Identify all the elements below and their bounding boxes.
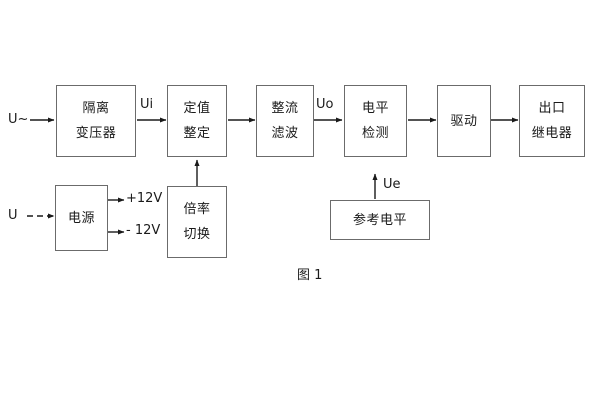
- block-multiplier-switch[interactable]: 倍率 切换: [167, 186, 227, 258]
- block-output-relay-line2: 继电器: [531, 126, 573, 141]
- block-reference-level[interactable]: 参考电平: [330, 200, 430, 240]
- label-input-ac: U~: [8, 112, 29, 127]
- figure-caption: 图 1: [297, 268, 323, 283]
- block-drive[interactable]: 驱动: [437, 85, 491, 157]
- label-plus-12v: +12V: [126, 191, 163, 206]
- block-isolation-transformer-line1: 隔离: [82, 101, 110, 116]
- block-rectify-filter[interactable]: 整流 滤波: [256, 85, 314, 157]
- block-setting-value[interactable]: 定值 整定: [167, 85, 227, 157]
- block-drive-line1: 驱动: [450, 113, 478, 129]
- block-isolation-transformer-line2: 变压器: [75, 126, 117, 141]
- block-setting-value-line2: 整定: [183, 126, 211, 141]
- block-rectify-filter-line1: 整流: [271, 101, 299, 116]
- block-level-detect-line1: 电平: [361, 101, 389, 116]
- block-isolation-transformer[interactable]: 隔离 变压器: [56, 85, 136, 157]
- label-uo: Uo: [316, 97, 334, 112]
- block-output-relay[interactable]: 出口 继电器: [519, 85, 585, 157]
- block-multiplier-switch-line2: 切换: [183, 227, 211, 242]
- block-power-supply-line1: 电源: [67, 210, 95, 226]
- block-setting-value-line1: 定值: [183, 101, 211, 116]
- block-power-supply[interactable]: 电源: [55, 185, 108, 251]
- label-ue: Ue: [383, 177, 401, 192]
- block-multiplier-switch-line1: 倍率: [183, 202, 211, 217]
- block-level-detect-line2: 检测: [361, 126, 389, 141]
- label-input-dc: U: [8, 208, 18, 223]
- block-level-detect[interactable]: 电平 检测: [344, 85, 407, 157]
- label-minus-12v: - 12V: [126, 223, 161, 238]
- block-rectify-filter-line2: 滤波: [271, 126, 299, 141]
- label-ui: Ui: [140, 97, 154, 112]
- block-output-relay-line1: 出口: [538, 101, 566, 116]
- block-reference-level-line1: 参考电平: [352, 212, 407, 228]
